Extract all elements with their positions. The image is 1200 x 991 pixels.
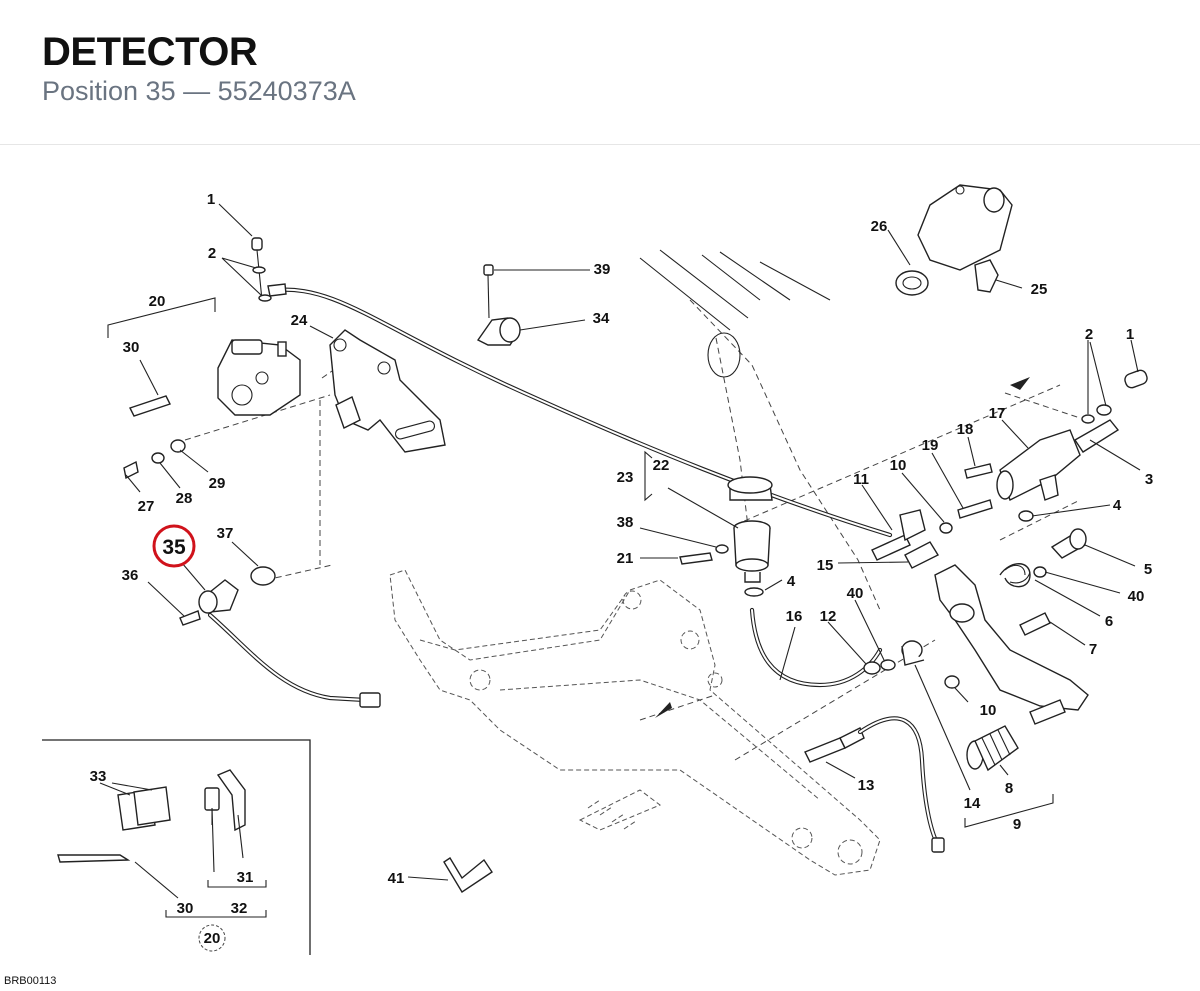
callout-1[interactable]: 1 [207, 191, 215, 208]
callout-35[interactable]: 35 [162, 536, 186, 559]
callout-6[interactable]: 6 [1105, 613, 1113, 630]
leader-lines [99, 203, 1141, 918]
brake-hose [267, 283, 893, 538]
rear-master-cylinder [957, 369, 1148, 519]
inset-parts [42, 739, 311, 955]
callout-29[interactable]: 29 [209, 475, 226, 492]
callout-11[interactable]: 11 [853, 471, 869, 488]
brake-pedal [863, 528, 1089, 725]
callout-28[interactable]: 28 [176, 490, 193, 507]
frame-outline [184, 249, 1081, 761]
callout-16[interactable]: 16 [786, 608, 803, 625]
selected-callout-35[interactable]: 35 [152, 524, 196, 568]
callout-3[interactable]: 3 [1145, 471, 1153, 488]
callout-37[interactable]: 37 [217, 525, 234, 542]
brake-light-switch [804, 716, 945, 853]
callout-19[interactable]: 19 [922, 437, 939, 454]
callout-22[interactable]: 22 [653, 457, 670, 474]
callout-13[interactable]: 13 [858, 777, 875, 794]
callout-21[interactable]: 21 [617, 550, 634, 567]
callout-39[interactable]: 39 [594, 261, 611, 278]
cable-strap [443, 857, 493, 893]
hose-clamp [476, 264, 521, 346]
callout-1-right[interactable]: 1 [1126, 326, 1134, 343]
callout-23[interactable]: 23 [617, 469, 634, 486]
page-header: DETECTOR Position 35 — 55240373A [0, 0, 1200, 145]
push-rod [871, 509, 1034, 569]
callout-27[interactable]: 27 [138, 498, 155, 515]
callout-32[interactable]: 32 [231, 900, 248, 917]
callout-30-inset[interactable]: 30 [177, 900, 194, 917]
callout-labels: 1 2 20 30 24 39 34 26 25 2 1 17 18 19 10… [90, 191, 1154, 947]
drawing-reference-code: BRB00113 [4, 975, 57, 987]
callout-17[interactable]: 17 [989, 405, 1006, 422]
callout-26[interactable]: 26 [871, 218, 888, 235]
page-title: DETECTOR [42, 30, 258, 74]
callout-14[interactable]: 14 [964, 795, 981, 812]
detector-sensor [123, 439, 381, 708]
callout-20[interactable]: 20 [149, 293, 166, 310]
footrest-bracket [389, 569, 881, 876]
callout-41[interactable]: 41 [388, 870, 405, 887]
callout-12[interactable]: 12 [820, 608, 837, 625]
callout-15[interactable]: 15 [817, 557, 834, 574]
callout-38[interactable]: 38 [617, 514, 634, 531]
callout-24[interactable]: 24 [291, 312, 308, 329]
callout-33[interactable]: 33 [90, 768, 107, 785]
callout-18[interactable]: 18 [957, 421, 974, 438]
callout-30[interactable]: 30 [123, 339, 140, 356]
callout-36[interactable]: 36 [122, 567, 139, 584]
callout-2-right[interactable]: 2 [1085, 326, 1093, 343]
rubber-boot [966, 725, 1019, 772]
brake-caliper-assembly [129, 237, 301, 417]
reservoir-hose [749, 607, 883, 688]
callout-10[interactable]: 10 [890, 457, 907, 474]
callout-7[interactable]: 7 [1089, 641, 1097, 658]
callout-4-reservoir[interactable]: 4 [787, 573, 796, 590]
callout-34[interactable]: 34 [593, 310, 610, 327]
callout-25[interactable]: 25 [1031, 281, 1048, 298]
selection-ring [152, 524, 196, 568]
callout-40-right[interactable]: 40 [1128, 588, 1145, 605]
master-cylinder-upper [895, 184, 1013, 296]
callout-4[interactable]: 4 [1113, 497, 1122, 514]
callout-31[interactable]: 31 [237, 869, 254, 886]
callout-10-pedal[interactable]: 10 [980, 702, 997, 719]
torque-arm-bracket [329, 329, 446, 453]
callout-5[interactable]: 5 [1144, 561, 1152, 578]
callout-8[interactable]: 8 [1005, 780, 1013, 797]
fluid-reservoir [679, 476, 773, 597]
callout-9[interactable]: 9 [1013, 816, 1021, 833]
callout-40[interactable]: 40 [847, 585, 864, 602]
callout-20-inset[interactable]: 20 [204, 930, 221, 947]
page-subtitle: Position 35 — 55240373A [42, 76, 356, 106]
callout-2[interactable]: 2 [208, 245, 216, 262]
